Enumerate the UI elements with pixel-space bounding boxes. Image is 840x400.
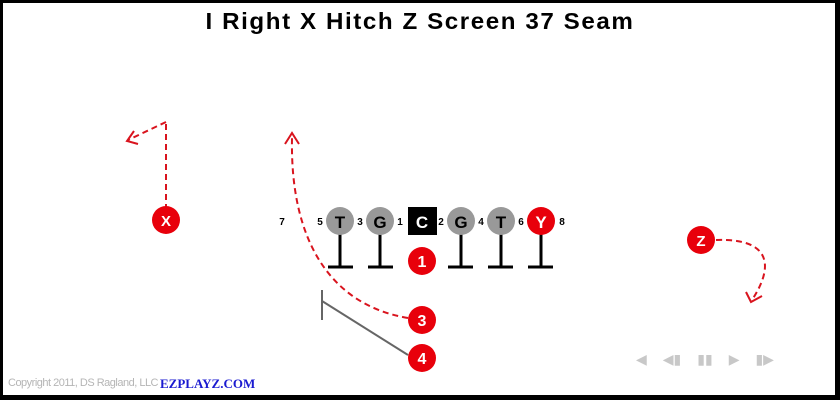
svg-text:6: 6 xyxy=(518,217,524,228)
svg-text:1: 1 xyxy=(397,217,403,228)
brand-link[interactable]: EZPLAYZ.COM xyxy=(160,376,256,391)
player-z[interactable]: Z xyxy=(687,226,715,254)
svg-text:G: G xyxy=(373,213,386,232)
play-title: I Right X Hitch Z Screen 37 Seam xyxy=(205,8,635,34)
tb-block-line xyxy=(321,290,409,356)
x-route xyxy=(125,121,167,210)
player-y[interactable]: Y xyxy=(527,207,555,235)
svg-text:Z: Z xyxy=(696,233,705,250)
svg-text:8: 8 xyxy=(559,217,565,228)
player-fb[interactable]: 3 xyxy=(408,306,436,334)
svg-text:T: T xyxy=(335,213,346,232)
block-markers xyxy=(328,233,553,269)
player-center[interactable]: C xyxy=(408,207,437,235)
fb-seam-route xyxy=(284,131,409,319)
svg-text:4: 4 xyxy=(418,351,427,368)
playback-controls: ◀ ◀▮ ▮▮ ▶ ▮▶ xyxy=(636,352,774,366)
player-x[interactable]: X xyxy=(152,206,180,234)
player-qb[interactable]: 1 xyxy=(408,247,436,275)
svg-text:2: 2 xyxy=(438,217,444,228)
player-tb[interactable]: 4 xyxy=(408,344,436,372)
svg-text:T: T xyxy=(496,213,507,232)
svg-text:C: C xyxy=(416,213,428,232)
svg-text:1: 1 xyxy=(418,254,427,271)
rewind-icon[interactable]: ◀ xyxy=(636,351,647,367)
player-right-guard[interactable]: G xyxy=(447,207,475,235)
pause-icon[interactable]: ▮▮ xyxy=(697,351,713,367)
player-left-tackle[interactable]: T xyxy=(326,207,354,235)
svg-text:3: 3 xyxy=(418,313,427,330)
play-icon[interactable]: ▶ xyxy=(728,351,740,367)
svg-text:G: G xyxy=(454,213,467,232)
player-left-guard[interactable]: G xyxy=(366,207,394,235)
z-screen-route xyxy=(715,238,766,304)
svg-text:7: 7 xyxy=(279,217,285,228)
step-forward-icon[interactable]: ▮▶ xyxy=(755,351,774,367)
hole-numbers: 7 5 3 1 2 4 6 8 xyxy=(279,217,565,228)
step-back-icon[interactable]: ◀▮ xyxy=(662,351,682,367)
svg-text:3: 3 xyxy=(357,217,363,228)
svg-text:5: 5 xyxy=(317,217,323,228)
svg-text:X: X xyxy=(161,213,171,230)
svg-text:Y: Y xyxy=(535,213,547,232)
svg-text:4: 4 xyxy=(478,217,484,228)
copyright-text: Copyright 2011, DS Ragland, LLC xyxy=(8,377,159,389)
player-right-tackle[interactable]: T xyxy=(487,207,515,235)
